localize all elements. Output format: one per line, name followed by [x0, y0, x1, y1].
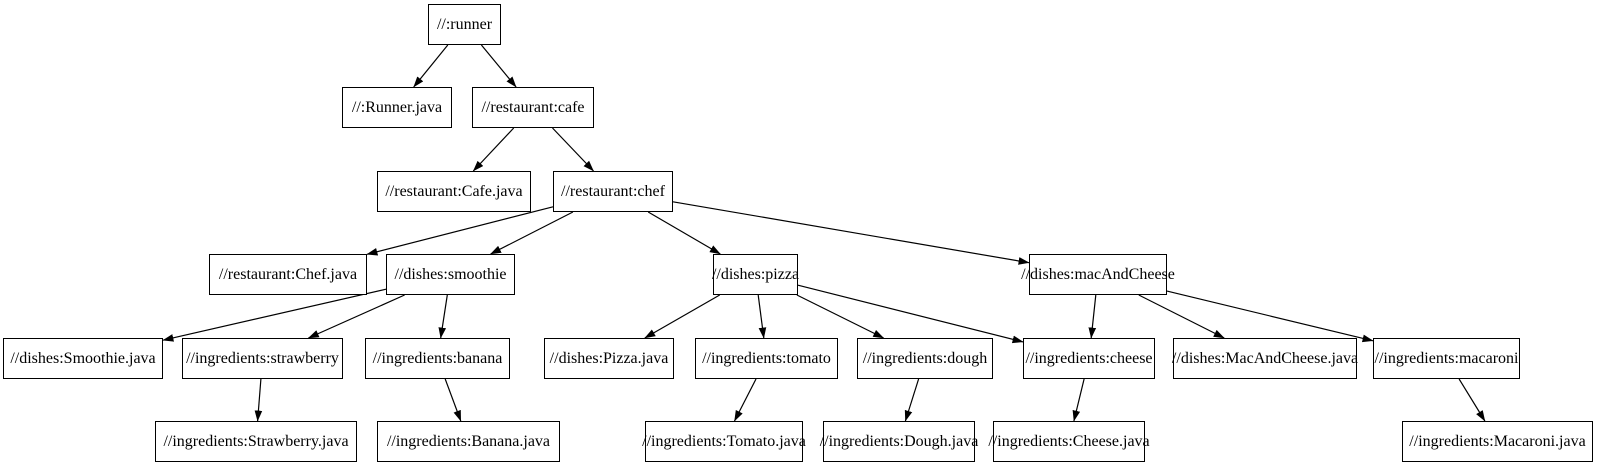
node-dough: //ingredients:dough [857, 338, 993, 379]
node-cheese: //ingredients:cheese [1023, 338, 1155, 379]
node-chef: //restaurant:chef [553, 171, 673, 212]
node-mac-and-cheese-java: //dishes:MacAndCheese.java [1172, 338, 1358, 379]
node-banana-java: //ingredients:Banana.java [377, 421, 560, 462]
node-smoothie: //dishes:smoothie [386, 254, 515, 295]
node-runner: //:runner [428, 4, 501, 45]
node-cafe: //restaurant:cafe [472, 87, 594, 128]
node-runner-java: //:Runner.java [342, 87, 452, 128]
node-mac-and-cheese: //dishes:macAndCheese [1021, 254, 1175, 295]
node-tomato-java: //ingredients:Tomato.java [642, 421, 806, 462]
node-tomato: //ingredients:tomato [695, 338, 838, 379]
node-dough-java: //ingredients:Dough.java [820, 421, 978, 462]
node-pizza: //dishes:pizza [712, 254, 799, 295]
node-smoothie-java: //dishes:Smoothie.java [3, 338, 163, 379]
node-banana: //ingredients:banana [365, 338, 510, 379]
node-macaroni: //ingredients:macaroni [1373, 338, 1520, 379]
node-chef-java: //restaurant:Chef.java [209, 254, 367, 295]
node-cheese-java: //ingredients:Cheese.java [988, 421, 1150, 462]
node-macaroni-java: //ingredients:Macaroni.java [1402, 421, 1593, 462]
node-strawberry-java: //ingredients:Strawberry.java [155, 421, 357, 462]
node-cafe-java: //restaurant:Cafe.java [377, 171, 531, 212]
node-pizza-java: //dishes:Pizza.java [544, 338, 674, 379]
node-strawberry: //ingredients:strawberry [182, 338, 343, 379]
